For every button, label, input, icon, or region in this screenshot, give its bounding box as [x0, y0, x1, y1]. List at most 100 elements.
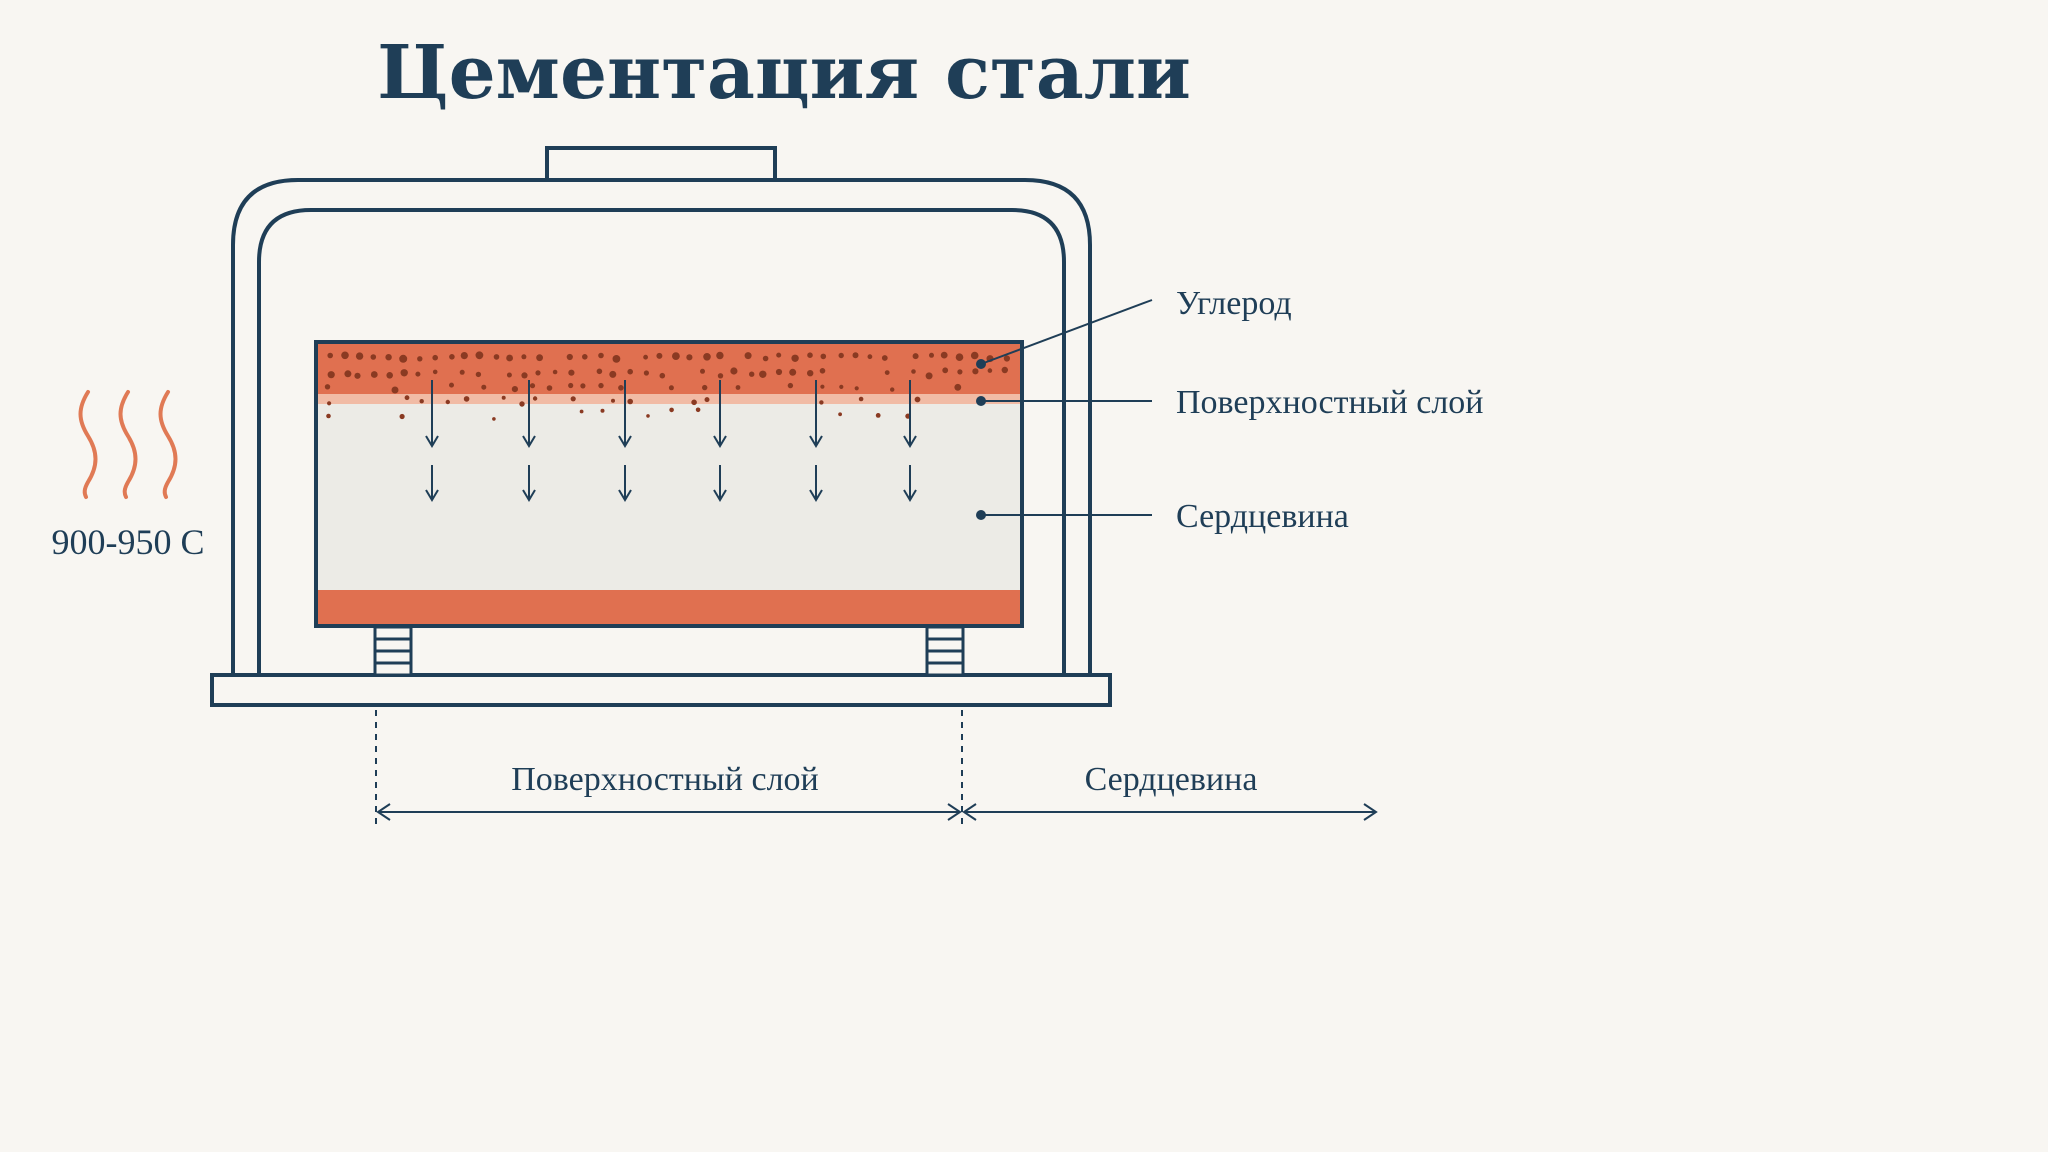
carbon-particle: [326, 413, 331, 419]
carbon-particle: [506, 354, 513, 362]
carbon-particle: [791, 354, 799, 362]
carbon-particle: [787, 382, 794, 389]
carbon-particle: [807, 370, 814, 377]
carbon-particle: [881, 355, 888, 361]
carbon-particle: [854, 386, 859, 391]
carbon-particle: [493, 354, 500, 360]
carbon-particle: [341, 351, 349, 360]
carbon-particle: [459, 369, 465, 375]
carbon-particle: [1003, 355, 1011, 362]
carbon-particle: [669, 407, 674, 413]
carbon-particle: [370, 371, 378, 378]
carbon-particle: [445, 399, 450, 405]
carbon-particle: [656, 352, 663, 359]
carbon-particle: [432, 369, 438, 375]
carbon-particle: [391, 386, 399, 394]
carbon-particle: [399, 354, 408, 363]
furnace-base: [210, 673, 1112, 707]
carbon-particle: [324, 384, 331, 390]
carbon-particle: [529, 383, 536, 389]
furnace-inner-wall: [257, 208, 1066, 675]
carbon-particle: [386, 372, 394, 379]
diffusion-arrow: [903, 465, 917, 502]
carbon-particle: [691, 399, 697, 406]
carbon-particle: [686, 354, 693, 361]
carbon-particle: [987, 368, 993, 373]
carbon-particle: [609, 370, 617, 378]
carbon-particle: [890, 387, 895, 392]
carbon-particle: [942, 367, 949, 374]
carbon-particle: [596, 368, 603, 375]
carbon-particle: [501, 395, 506, 400]
carbon-particle: [415, 371, 421, 377]
callout-carbon-label: Углерод: [1176, 285, 1292, 322]
diffusion-arrows: [425, 380, 917, 502]
carbon-particle: [344, 370, 352, 378]
carbon-particle: [940, 351, 948, 359]
carbon-particle: [970, 351, 979, 360]
callout-core: [976, 510, 1152, 520]
carbon-particle: [463, 396, 470, 402]
carbon-particle: [972, 368, 979, 375]
carburized-top-layer: [316, 342, 1022, 394]
carbon-particle: [618, 385, 624, 391]
diffusion-arrow: [522, 380, 536, 448]
carbon-particle: [519, 401, 525, 407]
heat-wave-icon: [158, 390, 178, 499]
heat-waves: [78, 390, 178, 499]
carbon-particle: [570, 396, 576, 402]
carbon-particle: [703, 353, 711, 361]
carbon-particle: [838, 412, 842, 417]
dimension-core-label: Сердцевина: [1085, 761, 1258, 798]
carbon-particle: [716, 351, 724, 360]
carbon-particle: [400, 369, 408, 377]
carbon-particle: [535, 370, 541, 376]
carbon-particle: [552, 369, 558, 375]
carbon-particle: [579, 409, 584, 414]
carbon-particle: [611, 398, 615, 403]
carbon-particle: [702, 384, 708, 391]
carbon-particle: [370, 354, 377, 360]
diffusion-arrow: [713, 465, 727, 502]
carbon-particle: [819, 368, 826, 374]
carbon-particle: [481, 384, 487, 390]
carbon-particle: [327, 352, 334, 359]
diffusion-arrow: [522, 465, 536, 502]
carbon-particle: [789, 368, 797, 376]
carbon-particle: [355, 352, 364, 360]
carbon-particle: [672, 352, 680, 360]
support-right: [925, 625, 965, 677]
carbon-particle: [612, 355, 621, 363]
support-left: [373, 625, 413, 677]
supports: [373, 625, 965, 677]
carbon-particle: [735, 385, 741, 390]
carbon-particle: [807, 352, 813, 359]
carbon-particle: [627, 398, 633, 405]
carbon-particle: [867, 354, 873, 360]
carbon-particle: [776, 352, 782, 358]
carbon-particle: [627, 368, 633, 375]
diffusion-arrow: [809, 465, 823, 502]
carbon-particle: [417, 356, 423, 362]
carbon-particle: [1001, 366, 1008, 374]
carbon-particle: [643, 370, 650, 376]
carbon-particle: [820, 353, 827, 360]
diagram-canvas: Цементация стали: [51, 30, 1484, 830]
carbon-particle: [749, 371, 755, 377]
diffusion-arrow: [618, 465, 632, 502]
carbon-particle: [354, 372, 361, 379]
carbon-particle: [704, 397, 710, 403]
carbon-particle: [432, 354, 439, 361]
carbon-particle: [511, 386, 518, 393]
heat-wave-icon: [78, 390, 98, 499]
carbon-particle: [717, 373, 724, 379]
carbon-particle: [460, 352, 468, 360]
dimension-surface-layer: [376, 803, 962, 821]
carbon-particle: [730, 367, 738, 375]
diffusion-arrow: [809, 380, 823, 448]
carbon-particle: [568, 369, 575, 376]
carbon-particle: [546, 385, 553, 391]
carbon-particles: [324, 351, 1011, 421]
carbon-particle: [912, 353, 919, 360]
carbon-particle: [775, 368, 783, 376]
